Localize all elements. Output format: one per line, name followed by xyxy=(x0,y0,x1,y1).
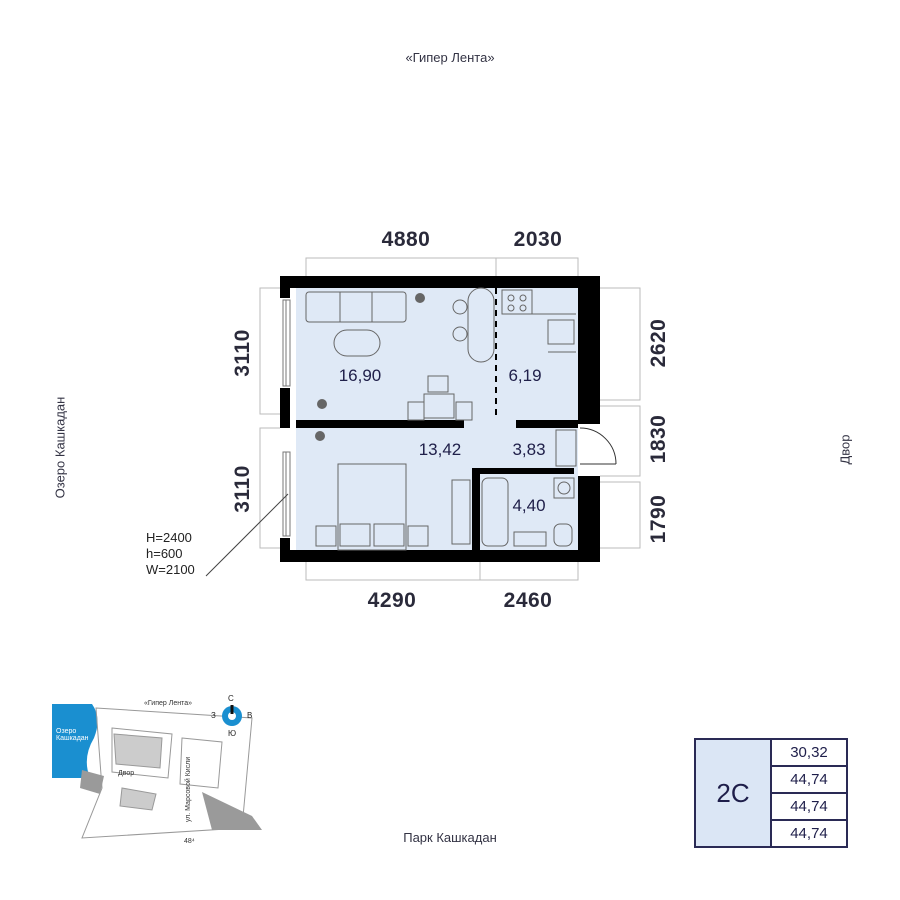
bathtub xyxy=(481,477,509,547)
area-living-total: 30,32 xyxy=(772,740,846,767)
nightstands xyxy=(315,525,429,547)
dim-bottom-left: 4290 xyxy=(367,589,417,612)
area-kitchen: 6,19 xyxy=(508,366,542,385)
coffee-table xyxy=(333,329,381,357)
site-map-number-label: 48⁴ xyxy=(184,838,195,845)
site-map-yard-label: Двор xyxy=(118,770,135,777)
compass-east: В xyxy=(247,711,253,720)
dimension-lines xyxy=(259,257,641,581)
window-note: H=2400 h=600 W=2100 xyxy=(146,530,216,578)
dim-bottom-right: 2460 xyxy=(503,589,553,612)
plants xyxy=(315,293,425,441)
label-bottom-surrounding: Парк Кашкадан xyxy=(403,830,497,845)
dim-top-right: 2030 xyxy=(513,228,563,251)
bathroom-fixtures xyxy=(513,429,577,547)
bar-counter xyxy=(467,287,495,363)
area-total-3: 44,74 xyxy=(790,825,828,842)
bed xyxy=(337,463,407,551)
site-map-lake-label-1: Озеро xyxy=(56,728,77,735)
chairs xyxy=(407,299,473,421)
site-map xyxy=(52,704,262,839)
site-map-lake-label-2: Кашкадан xyxy=(56,735,89,742)
area-total-1: 44,74 xyxy=(772,767,846,794)
apartment-type: 2С xyxy=(696,740,772,846)
site-map-lake-label: Озеро Кашкадан xyxy=(56,728,89,742)
site-map-street-label: ул. Марсовой Кисли xyxy=(185,756,193,823)
entrance-door xyxy=(579,427,617,465)
compass-west: З xyxy=(211,711,216,720)
area-hall: 3,83 xyxy=(512,440,546,459)
area-living-room: 16,90 xyxy=(338,366,382,385)
apartment-areas: 30,32 44,74 44,74 44,74 xyxy=(772,740,846,846)
windows xyxy=(282,299,291,537)
walls xyxy=(280,276,600,562)
area-bathroom: 4,40 xyxy=(512,496,546,515)
area-bedroom: 13,42 xyxy=(418,440,462,459)
dim-top-left: 4880 xyxy=(381,228,431,251)
window-note-height: H=2400 xyxy=(146,530,192,545)
compass-south: Ю xyxy=(228,729,237,738)
area-total-2: 44,74 xyxy=(772,794,846,821)
window-note-width: W=2100 xyxy=(146,562,195,577)
compass-north: С xyxy=(228,694,234,703)
lake-shape xyxy=(52,704,98,778)
compass-icon xyxy=(222,705,242,726)
kitchen-unit xyxy=(501,289,576,353)
wardrobe xyxy=(451,479,471,545)
window-note-sill: h=600 xyxy=(146,546,183,561)
label-top-surrounding: «Гипер Лента» xyxy=(405,50,495,65)
site-map-top-label: «Гипер Лента» xyxy=(144,700,192,707)
apartment-info-box: 2С 30,32 44,74 44,74 44,74 xyxy=(694,738,848,848)
sofa xyxy=(305,291,407,323)
